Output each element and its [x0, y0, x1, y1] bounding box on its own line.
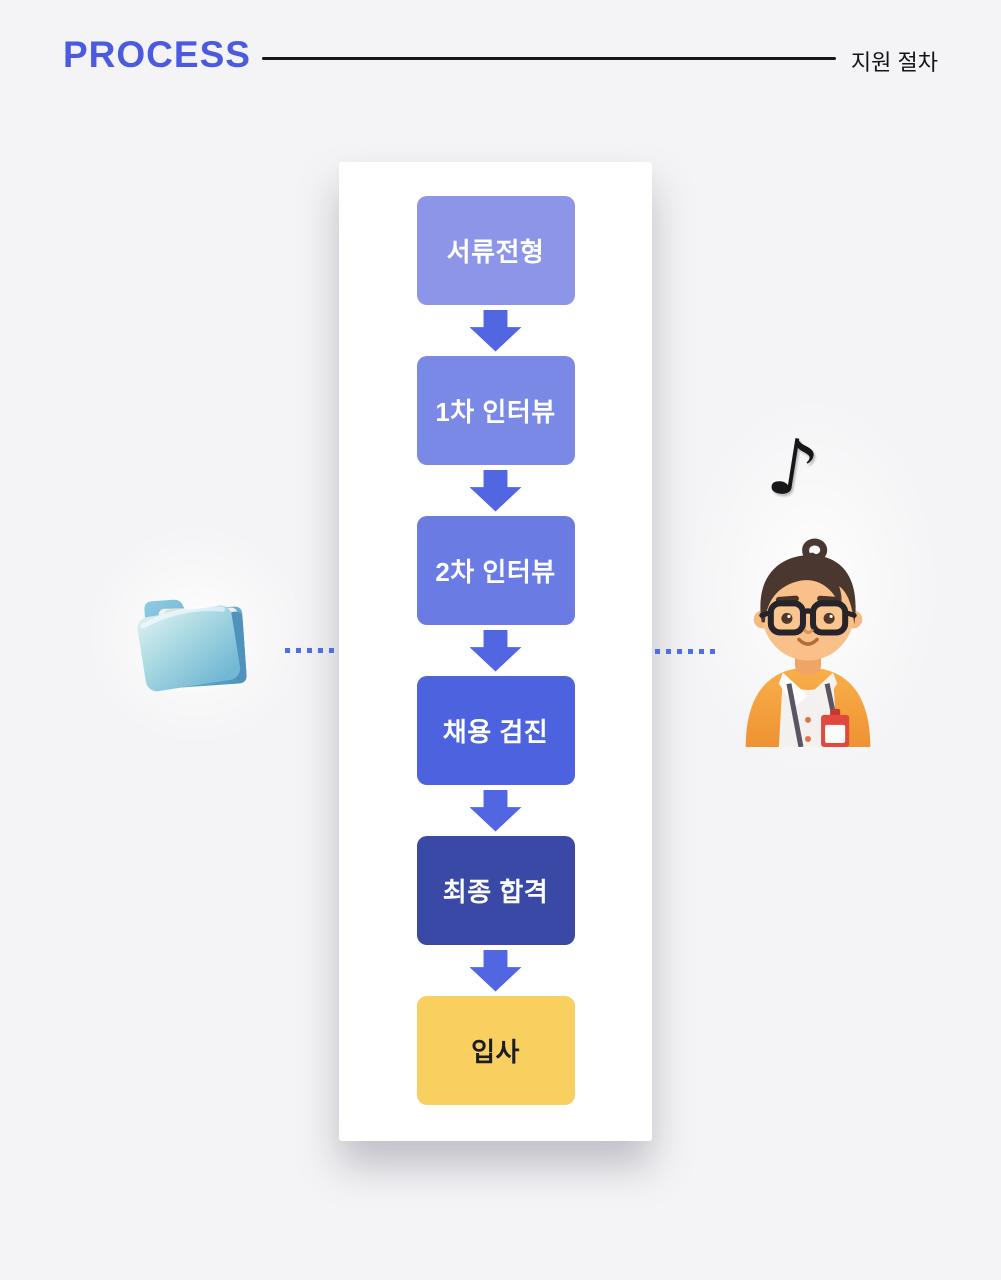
down-arrow-icon: [469, 469, 522, 512]
flow-step-4: 채용 검진: [416, 676, 575, 785]
left-dotted-connector: [285, 648, 337, 653]
flow-step-1: 서류전형: [416, 196, 575, 305]
flow-step-5: 최종 합격: [416, 836, 575, 945]
flow-step-6: 입사: [416, 996, 575, 1105]
down-arrow-icon: [469, 789, 522, 832]
flow-step-label: 채용 검진: [442, 717, 549, 747]
folder-icon: [116, 560, 268, 712]
flow-step-label: 입사: [471, 1037, 520, 1067]
header-subtitle: 지원 절차: [850, 50, 938, 75]
process-flow-card: 서류전형 1차 인터뷰 2차 인터뷰 채용 검진 최종 합격 입사: [339, 162, 652, 1141]
down-arrow-icon: [469, 309, 522, 352]
down-arrow-icon: [469, 949, 522, 992]
page-title: PROCESS: [63, 34, 251, 75]
right-dotted-connector: [655, 649, 717, 654]
flow-step-label: 1차 인터뷰: [435, 397, 556, 427]
employee-avatar-icon: [736, 536, 880, 748]
flow-step-label: 2차 인터뷰: [435, 557, 556, 587]
flow-step-label: 서류전형: [446, 237, 545, 267]
down-arrow-icon: [469, 629, 522, 672]
flow-step-label: 최종 합격: [442, 877, 549, 907]
flow-step-2: 1차 인터뷰: [416, 356, 575, 465]
header-divider: [262, 57, 836, 60]
flow-step-3: 2차 인터뷰: [416, 516, 575, 625]
